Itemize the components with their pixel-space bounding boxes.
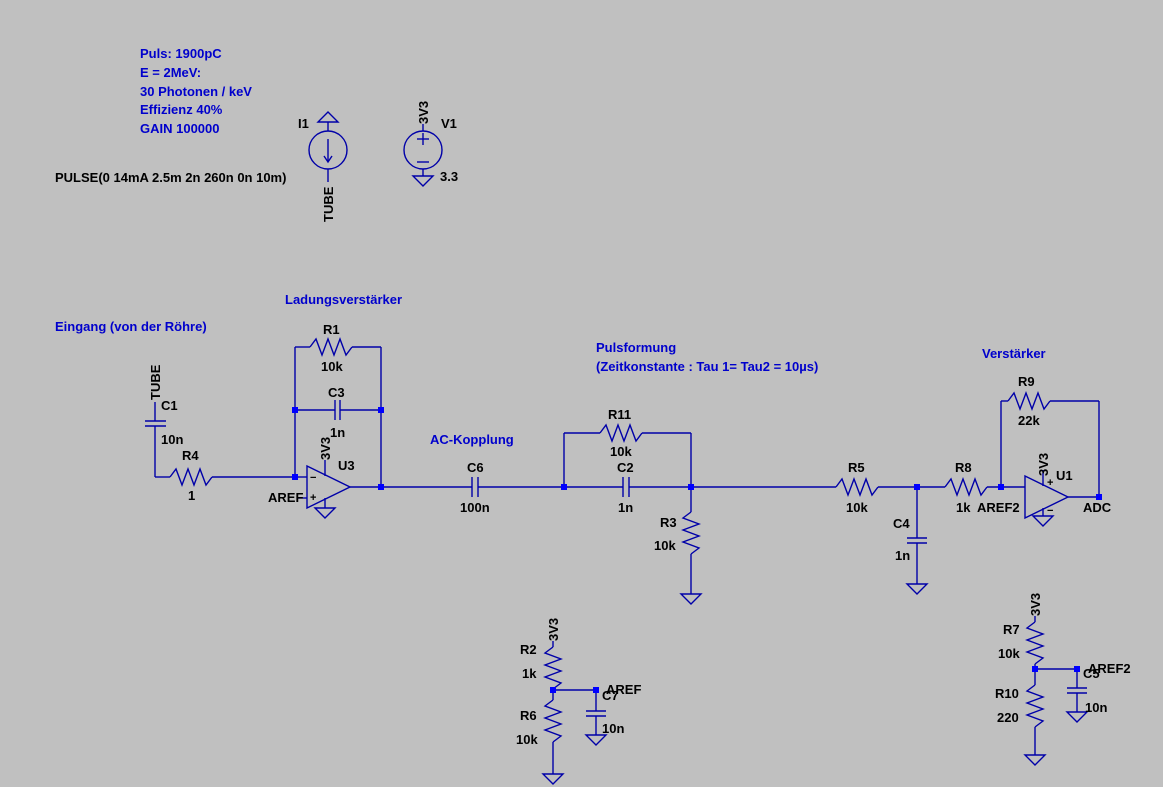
note-line: GAIN 100000 — [140, 121, 220, 136]
c5-value: 10n — [1085, 700, 1107, 715]
r6-name: R6 — [520, 708, 537, 723]
u1-ref-label: AREF2 — [977, 500, 1020, 515]
r6-value: 10k — [516, 732, 538, 747]
r10-value: 220 — [997, 710, 1019, 725]
r10-name: R10 — [995, 686, 1019, 701]
r3-value: 10k — [654, 538, 676, 553]
c7-value: 10n — [602, 721, 624, 736]
section-pulse-shaping-detail: (Zeitkonstante : Tau 1= Tau2 = 10µs) — [596, 359, 818, 374]
r11-value: 10k — [610, 444, 632, 459]
r7-supply-label: 3V3 — [1028, 593, 1043, 616]
u3-name: U3 — [338, 458, 355, 473]
section-amplifier: Verstärker — [982, 346, 1046, 361]
note-line: Effizienz 40% — [140, 102, 223, 117]
i1-net-label: TUBE — [321, 186, 336, 222]
u3-supply-label: 3V3 — [318, 437, 333, 460]
note-line: 30 Photonen / keV — [140, 84, 252, 99]
svg-text:+: + — [310, 492, 316, 504]
c5-name: C5 — [1083, 666, 1100, 681]
c1-name: C1 — [161, 398, 178, 413]
u1-output-label: ADC — [1083, 500, 1112, 515]
r8-name: R8 — [955, 460, 972, 475]
pulse-shaping-network[interactable]: R11 10k C2 1n R3 10k — [563, 407, 836, 605]
c1-value: 10n — [161, 432, 183, 447]
v1-net-label: 3V3 — [416, 101, 431, 124]
c6-name: C6 — [467, 460, 484, 475]
r7-value: 10k — [998, 646, 1020, 661]
pulse-definition: PULSE(0 14mA 2.5m 2n 260n 0n 10m) — [55, 170, 286, 185]
v1-name: V1 — [441, 116, 457, 131]
r11-name: R11 — [608, 407, 631, 422]
svg-text:+: + — [1047, 477, 1053, 489]
section-charge-amp: Ladungsverstärker — [285, 292, 402, 307]
amplifier-u1[interactable]: + − R9 22k 3V3 U1 AREF2 ADC — [977, 374, 1112, 527]
c6-value: 100n — [460, 500, 490, 515]
c3-name: C3 — [328, 385, 345, 400]
svg-text:−: − — [310, 472, 316, 484]
r1-value: 10k — [321, 359, 343, 374]
opamp-u3[interactable]: − + 3V3 U3 AREF — [268, 437, 381, 519]
c1-net-label: TUBE — [148, 364, 163, 400]
r4-value: 1 — [188, 488, 195, 503]
c5-net-label: AREF2 — [1088, 661, 1131, 676]
simulation-notes: Puls: 1900pC E = 2MeV: 30 Photonen / keV… — [55, 46, 286, 185]
c3-value: 1n — [330, 425, 345, 440]
input-network[interactable]: TUBE C1 10n R4 1 — [145, 364, 295, 503]
u3-ref-label: AREF — [268, 490, 303, 505]
r4-name: R4 — [182, 448, 199, 463]
r9-name: R9 — [1018, 374, 1035, 389]
r5-name: R5 — [848, 460, 865, 475]
section-input: Eingang (von der Röhre) — [55, 319, 207, 334]
r2-supply-label: 3V3 — [546, 618, 561, 641]
r3-name: R3 — [660, 515, 677, 530]
note-line: E = 2MeV: — [140, 65, 201, 80]
r7-name: R7 — [1003, 622, 1020, 637]
aref2-divider[interactable]: 3V3 R7 10k R10 220 C5 AREF2 10n — [995, 593, 1131, 766]
c7-name: C7 — [602, 688, 619, 703]
junction-dots — [292, 407, 1102, 693]
v1-value: 3.3 — [440, 169, 458, 184]
ac-coupling-c6[interactable]: C6 100n — [381, 460, 564, 515]
section-pulse-shaping: Pulsformung — [596, 340, 676, 355]
u1-name: U1 — [1056, 468, 1073, 483]
svg-text:−: − — [1047, 505, 1053, 517]
r1-name: R1 — [323, 322, 340, 337]
aref-divider[interactable]: 3V3 R2 1k R6 10k C7 AREF 10n — [516, 618, 641, 785]
voltage-source-v1[interactable]: 3V3 V1 3.3 — [403, 101, 458, 187]
r2-name: R2 — [520, 642, 537, 657]
c2-name: C2 — [617, 460, 634, 475]
r8-value: 1k — [956, 500, 971, 515]
r5-value: 10k — [846, 500, 868, 515]
section-ac-coupling: AC-Kopplung — [430, 432, 514, 447]
note-line: Puls: 1900pC — [140, 46, 222, 61]
current-source-i1[interactable]: I1 TUBE — [298, 111, 348, 222]
r9-value: 22k — [1018, 413, 1040, 428]
c4-value: 1n — [895, 548, 910, 563]
c2-value: 1n — [618, 500, 633, 515]
c7-net-label: AREF — [606, 682, 641, 697]
lowpass-r5-c4-r8[interactable]: R5 10k C4 1n R8 1k — [835, 460, 1025, 595]
u1-supply-label: 3V3 — [1036, 453, 1051, 476]
i1-name: I1 — [298, 116, 309, 131]
r2-value: 1k — [522, 666, 537, 681]
c4-name: C4 — [893, 516, 910, 531]
